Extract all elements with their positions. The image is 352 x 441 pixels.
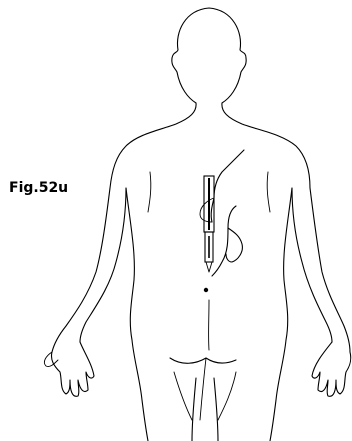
right-buttock — [218, 372, 236, 420]
gluteal-curve — [170, 358, 236, 363]
right-hand — [312, 342, 351, 396]
torso-left-side — [126, 188, 148, 441]
right-arm-inner — [292, 188, 332, 342]
right-leg-inner — [214, 378, 218, 441]
practitioner-hand-upper — [211, 150, 244, 222]
left-neck-shoulder — [110, 103, 196, 188]
left-hand — [51, 342, 94, 396]
practitioner-hand-palm — [212, 206, 236, 276]
torso-right-side — [270, 188, 292, 441]
left-arm-outer — [52, 188, 110, 352]
head-outline — [172, 8, 246, 103]
instrument-tip — [206, 262, 212, 272]
left-leg-inner — [192, 378, 196, 441]
left-arm-inner — [80, 188, 126, 342]
right-neck-shoulder — [222, 103, 310, 188]
gluteal-cleft — [200, 358, 206, 420]
left-buttock — [174, 372, 192, 420]
acupoint-marker — [204, 288, 208, 292]
left-scapula-line — [148, 172, 151, 212]
right-arm-outer — [310, 188, 350, 352]
right-scapula-line — [267, 172, 270, 212]
